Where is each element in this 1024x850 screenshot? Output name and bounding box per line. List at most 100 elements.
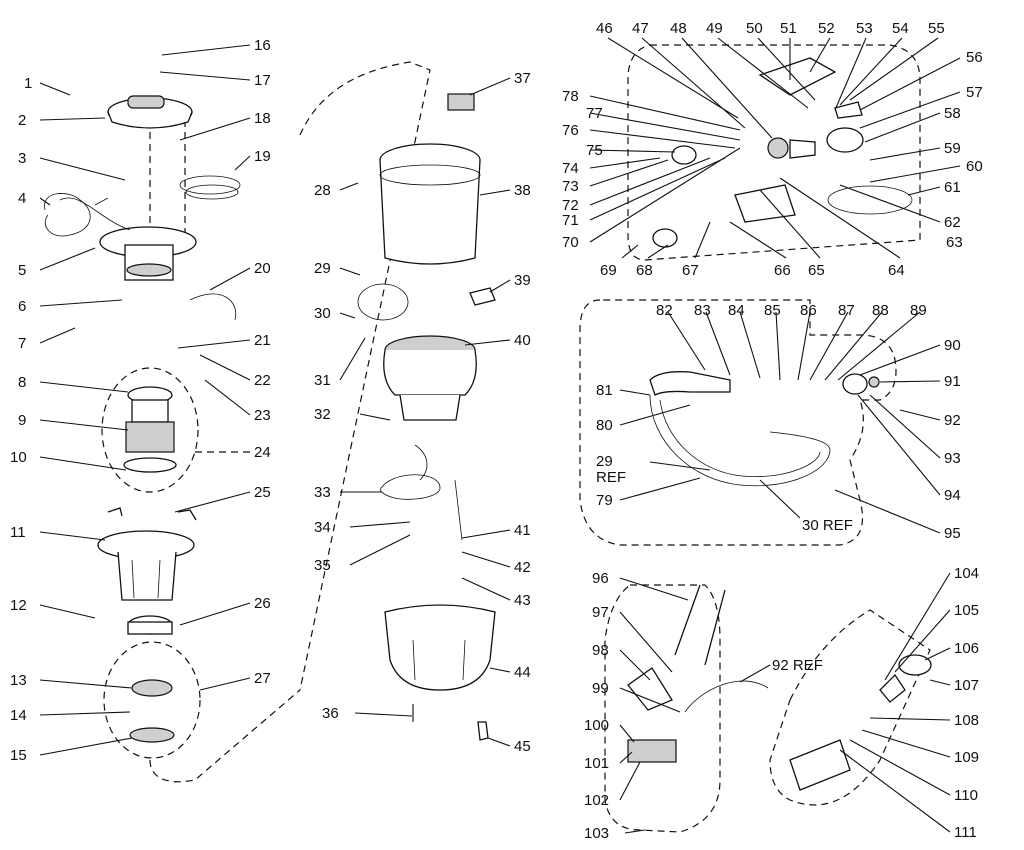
- callout-15: 15: [10, 747, 27, 764]
- callout-31: 31: [314, 372, 331, 389]
- callout-69: 69: [600, 262, 617, 279]
- hose-assembly: [579, 299, 897, 546]
- callout-37: 37: [514, 70, 531, 87]
- callout-12: 12: [10, 597, 27, 614]
- callout-73: 73: [562, 178, 579, 195]
- callout-30: 30: [314, 305, 331, 322]
- power-nozzle-assembly: [627, 44, 921, 261]
- callout-100: 100: [584, 717, 609, 734]
- callout-21: 21: [254, 332, 271, 349]
- callout-42: 42: [514, 559, 531, 576]
- callout-104: 104: [954, 565, 979, 582]
- callout-68: 68: [636, 262, 653, 279]
- callout-99: 99: [592, 680, 609, 697]
- callout-94: 94: [944, 487, 961, 504]
- callout-65: 65: [808, 262, 825, 279]
- callout-106: 106: [954, 640, 979, 657]
- callout-102: 102: [584, 792, 609, 809]
- callout-79: 79: [596, 492, 613, 509]
- callout-78: 78: [562, 88, 579, 105]
- callout-80: 80: [596, 417, 613, 434]
- callout-6: 6: [18, 298, 26, 315]
- callout-101: 101: [584, 755, 609, 772]
- callout-29-ref: 29: [596, 453, 613, 470]
- callout-98: 98: [592, 642, 609, 659]
- callout-45: 45: [514, 738, 531, 755]
- callout-61: 61: [944, 179, 961, 196]
- callout-89: 89: [910, 302, 927, 319]
- callout-10: 10: [10, 449, 27, 466]
- callout-13: 13: [10, 672, 27, 689]
- motor-head-assembly: [44, 61, 431, 783]
- callout-49: 49: [706, 20, 723, 37]
- callout-5: 5: [18, 262, 26, 279]
- callout-70: 70: [562, 234, 579, 251]
- callout-71: 71: [562, 212, 579, 229]
- callout-81: 81: [596, 382, 613, 399]
- callout-55: 55: [928, 20, 945, 37]
- callout-59: 59: [944, 140, 961, 157]
- callout-36: 36: [322, 705, 339, 722]
- callout-54: 54: [892, 20, 909, 37]
- callout-26: 26: [254, 595, 271, 612]
- callout-16: 16: [254, 37, 271, 54]
- callout-22: 22: [254, 372, 271, 389]
- callout-52: 52: [818, 20, 835, 37]
- callout-109: 109: [954, 749, 979, 766]
- callout-110: 110: [954, 787, 978, 804]
- callout-2: 2: [18, 112, 26, 129]
- callout-64: 64: [888, 262, 905, 279]
- callout-91: 91: [944, 373, 961, 390]
- callout-66: 66: [774, 262, 791, 279]
- callout-86: 86: [800, 302, 817, 319]
- callout-44: 44: [514, 664, 531, 681]
- callout-46: 46: [596, 20, 613, 37]
- callout-77: 77: [586, 105, 603, 122]
- callout-40: 40: [514, 332, 531, 349]
- callout-47: 47: [632, 20, 649, 37]
- callout-82: 82: [656, 302, 673, 319]
- callout-85: 85: [764, 302, 781, 319]
- callout-23: 23: [254, 407, 271, 424]
- callout-38: 38: [514, 182, 531, 199]
- callout-92: 92: [944, 412, 961, 429]
- callout-75: 75: [586, 142, 603, 159]
- callout-95: 95: [944, 525, 961, 542]
- callout-27: 27: [254, 670, 271, 687]
- callout-83: 83: [694, 302, 711, 319]
- callout-51: 51: [780, 20, 797, 37]
- callout-28: 28: [314, 182, 331, 199]
- callout-53: 53: [856, 20, 873, 37]
- callout-17: 17: [254, 72, 271, 89]
- callout-29: 29: [314, 260, 331, 277]
- callout-34: 34: [314, 519, 331, 536]
- callout-11: 11: [10, 524, 26, 541]
- callout-97: 97: [592, 604, 609, 621]
- callout-88: 88: [872, 302, 889, 319]
- callout-4: 4: [18, 190, 26, 207]
- callout-41: 41: [514, 522, 531, 539]
- callout-3: 3: [18, 150, 26, 167]
- callout-58: 58: [944, 105, 961, 122]
- callout-56: 56: [966, 49, 983, 66]
- callout-105: 105: [954, 602, 979, 619]
- callout-18: 18: [254, 110, 271, 127]
- callout-30-ref: 30 REF: [802, 517, 853, 534]
- callout-14: 14: [10, 707, 27, 724]
- callout-32: 32: [314, 406, 331, 423]
- callout-72: 72: [562, 197, 579, 214]
- callout-76: 76: [562, 122, 579, 139]
- callout-67: 67: [682, 262, 699, 279]
- callout-96: 96: [592, 570, 609, 587]
- callout-84: 84: [728, 302, 745, 319]
- callout-111: 111: [954, 824, 977, 841]
- callout-labels: 1 2 3 4 5 6 7 8 9 10 11 12 13 14 15 16 1…: [10, 20, 983, 842]
- callout-33: 33: [314, 484, 331, 501]
- callout-50: 50: [746, 20, 763, 37]
- callout-25: 25: [254, 484, 271, 501]
- callout-1: 1: [24, 75, 32, 92]
- callout-87: 87: [838, 302, 855, 319]
- attachments-assembly: [604, 584, 932, 833]
- callout-107: 107: [954, 677, 979, 694]
